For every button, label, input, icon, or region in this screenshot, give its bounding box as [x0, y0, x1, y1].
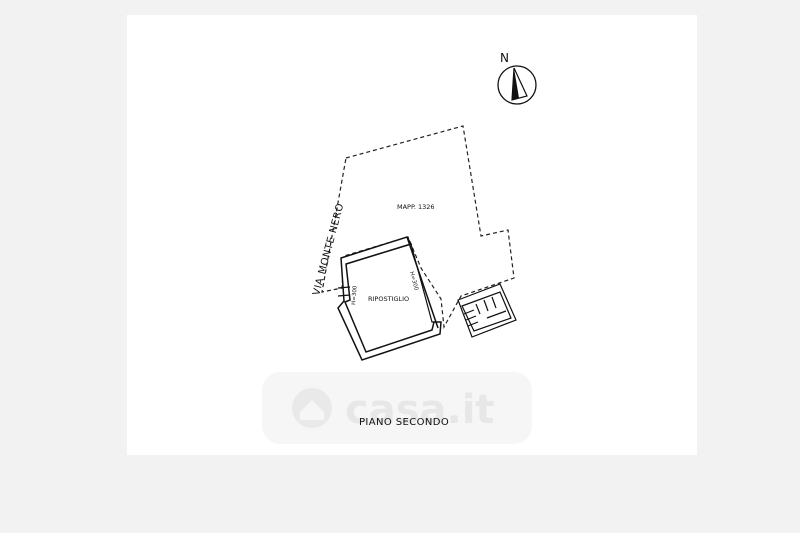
dimension-left-label: H=300 [351, 285, 359, 305]
room-walls-inner [345, 243, 434, 323]
room-label: RIPOSTIGLIO [368, 295, 409, 303]
door-mark [337, 286, 351, 297]
watermark: casa.it [262, 372, 532, 444]
parcel-label: MAPP. 1326 [397, 203, 435, 211]
street-label: VIA MONTE NERO [311, 202, 346, 297]
parcel-outline [321, 125, 515, 329]
staircase [457, 283, 517, 338]
floor-label: PIANO SECONDO [359, 417, 449, 428]
room-walls-outer [406, 236, 439, 329]
watermark-badge [262, 372, 532, 444]
watermark-house-icon [292, 388, 332, 428]
watermark-text: casa.it [345, 387, 495, 433]
north-label: N [500, 51, 509, 65]
north-arrow-icon: N [497, 51, 537, 105]
dimension-right-label: H=300 [408, 271, 419, 292]
